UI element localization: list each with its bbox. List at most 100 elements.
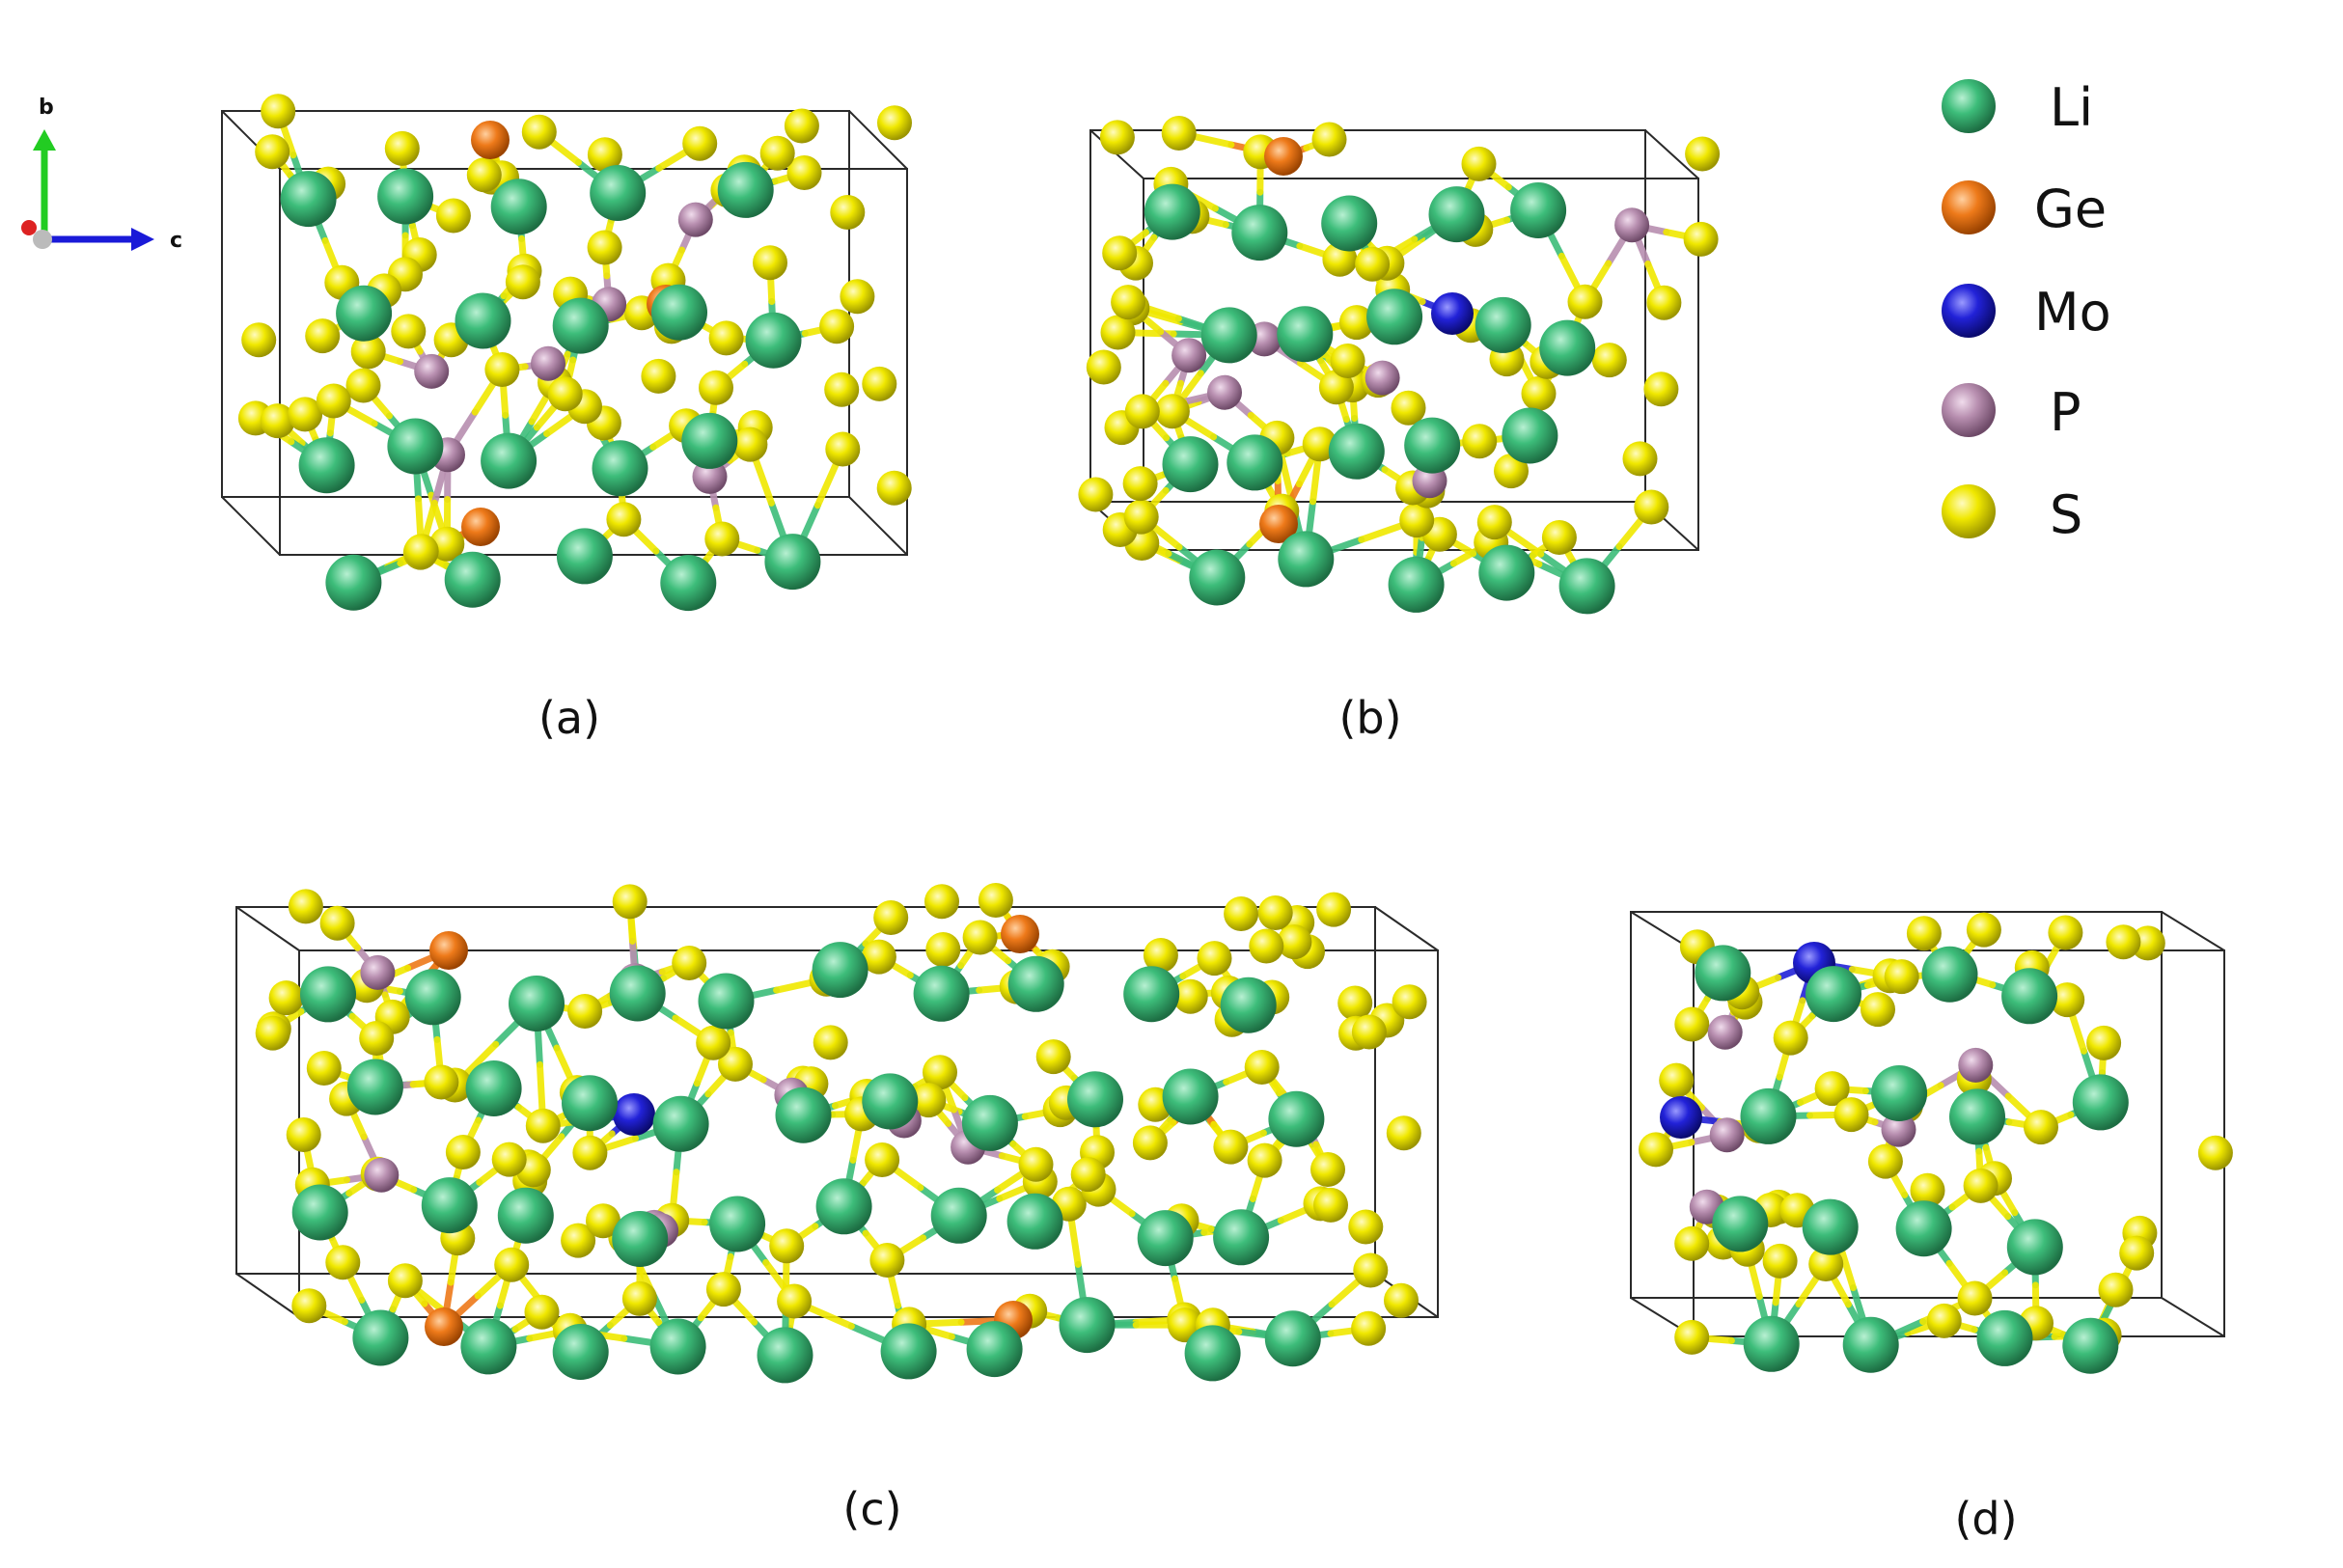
atom-s: [359, 1021, 395, 1056]
atom-s: [445, 1135, 481, 1169]
atom-li: [2062, 1317, 2119, 1374]
atom-li: [1558, 558, 1615, 615]
atom-s: [567, 994, 603, 1029]
atom-li: [1189, 549, 1246, 606]
atom-s: [1311, 122, 1347, 157]
atom-p: [1881, 1112, 1916, 1147]
atom-s: [1337, 985, 1373, 1021]
atom-li: [1895, 1200, 1952, 1257]
atom-s: [1683, 221, 1719, 257]
atom-s: [305, 318, 341, 354]
structure-a-atoms: [237, 94, 912, 612]
atom-s: [824, 371, 860, 407]
atom-s: [1161, 116, 1197, 151]
atom-s: [505, 264, 540, 300]
atom-li: [325, 554, 382, 611]
atom-li: [1184, 1325, 1241, 1382]
legend-s-swatch: [1942, 484, 1996, 538]
atom-li: [880, 1323, 937, 1380]
atom-s: [869, 1243, 905, 1278]
atom-li: [404, 969, 461, 1026]
atom-li: [612, 1211, 669, 1267]
atom-ge: [471, 121, 510, 159]
atom-s: [1247, 1142, 1282, 1178]
legend-p-label: P: [2050, 382, 2081, 443]
atom-s: [769, 1228, 805, 1264]
atom-s: [962, 920, 998, 955]
atom-s: [641, 358, 676, 394]
atom-s: [586, 1203, 620, 1239]
atom-li: [764, 534, 821, 591]
atom-s: [1773, 1020, 1808, 1056]
atom-p: [1958, 1047, 1994, 1083]
atom-s: [391, 314, 427, 349]
atom-li: [509, 976, 565, 1032]
element-legend: Li Ge Mo P S: [1942, 77, 2111, 545]
atom-li: [966, 1321, 1023, 1378]
atom-mo: [1431, 292, 1474, 335]
atom-s: [784, 108, 819, 144]
atom-s: [696, 1025, 731, 1060]
atom-s: [1172, 978, 1208, 1014]
atom-li: [298, 437, 355, 494]
atom-p: [414, 353, 450, 389]
structure-a: [221, 94, 912, 612]
atom-s: [1099, 120, 1135, 155]
cell-edge: [848, 496, 908, 556]
atom-s: [288, 889, 323, 924]
atom-s: [1277, 924, 1312, 960]
atom-s: [1957, 1280, 1993, 1316]
cell-back-face: [235, 906, 1376, 1275]
atom-s: [1122, 466, 1158, 502]
atom-s: [319, 905, 355, 941]
structure-d-atoms: [1639, 912, 2233, 1374]
atom-s: [1338, 305, 1374, 341]
atom-li: [1213, 1209, 1270, 1266]
atom-p: [531, 345, 565, 381]
atom-s: [1143, 938, 1178, 973]
atom-s: [1070, 1157, 1106, 1193]
atom-s: [255, 134, 290, 170]
atom-s: [286, 1117, 321, 1152]
atom-s: [862, 366, 897, 401]
atom-li: [291, 1184, 348, 1241]
atom-s: [1646, 285, 1682, 320]
atom-li: [1067, 1071, 1123, 1128]
atom-s: [924, 884, 959, 920]
atom-li: [681, 412, 738, 469]
atom-s: [1124, 394, 1160, 429]
atom-li: [1539, 319, 1596, 376]
atom-li: [745, 312, 802, 369]
atom-s: [2024, 1110, 2058, 1145]
atom-ge: [429, 931, 468, 970]
cell-edge: [221, 496, 281, 556]
atom-s: [2119, 1235, 2155, 1271]
atom-li: [862, 1073, 919, 1130]
atom-p: [1364, 360, 1400, 396]
atom-li: [592, 440, 648, 497]
atom-s: [1494, 454, 1529, 489]
atom-s: [403, 534, 439, 569]
atom-p: [677, 202, 713, 237]
atom-li: [455, 292, 511, 349]
atom-s: [1808, 1247, 1844, 1281]
atom-li: [2006, 1219, 2063, 1276]
atom-s: [1213, 1129, 1249, 1165]
panel-label-b: (b): [1338, 692, 1401, 744]
atom-s: [877, 105, 912, 141]
atom-s: [1313, 1187, 1348, 1223]
atom-ge: [461, 508, 500, 546]
atom-s: [873, 900, 909, 935]
atom-s: [925, 932, 961, 967]
atom-s: [1476, 505, 1512, 540]
atom-s: [1351, 1310, 1387, 1346]
crystal-structures: [221, 94, 2233, 1384]
atom-s: [830, 195, 866, 230]
atom-s: [1355, 246, 1391, 282]
atom-s: [861, 939, 896, 975]
atom-s: [1591, 343, 1627, 378]
cell-edge: [235, 1273, 300, 1318]
cell-edge: [848, 110, 908, 170]
atom-s: [1310, 1152, 1345, 1187]
